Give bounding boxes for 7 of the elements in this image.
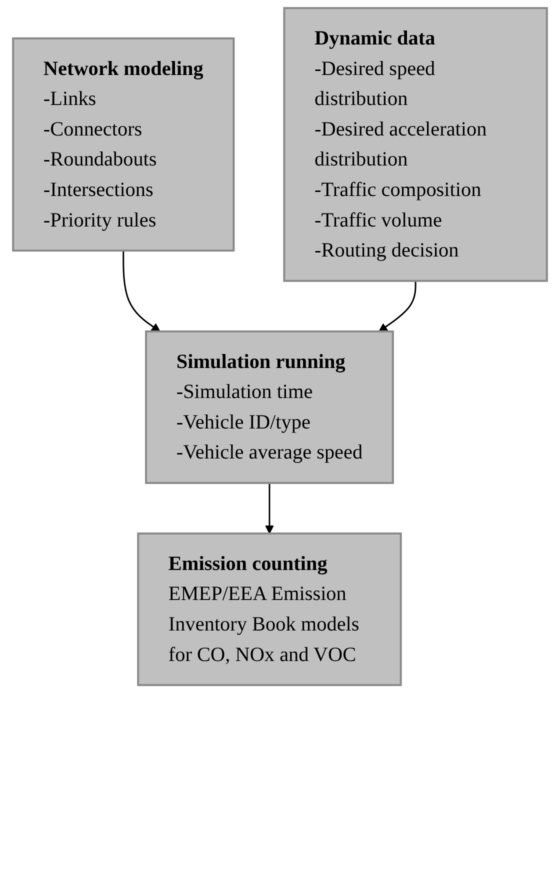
node-box: Simulation running -Simulation time -Vehicle ID/type -Vehicle average speed [145,330,394,484]
arrow [122,250,160,332]
arrow [378,280,416,332]
node-box: Network modeling -Links -Connectors -Roundabouts -Intersections -Priority rules [12,37,235,252]
node-box: Dynamic data -Desired speed distribution -Desired acceleration distribution -Traffic composition -Traffic volume -Routing decision [283,7,548,282]
arrow [265,482,274,534]
node-box: Emission counting EMEP/EEA Emission Inventory Book models for CO, NOx and VOC [137,532,402,686]
